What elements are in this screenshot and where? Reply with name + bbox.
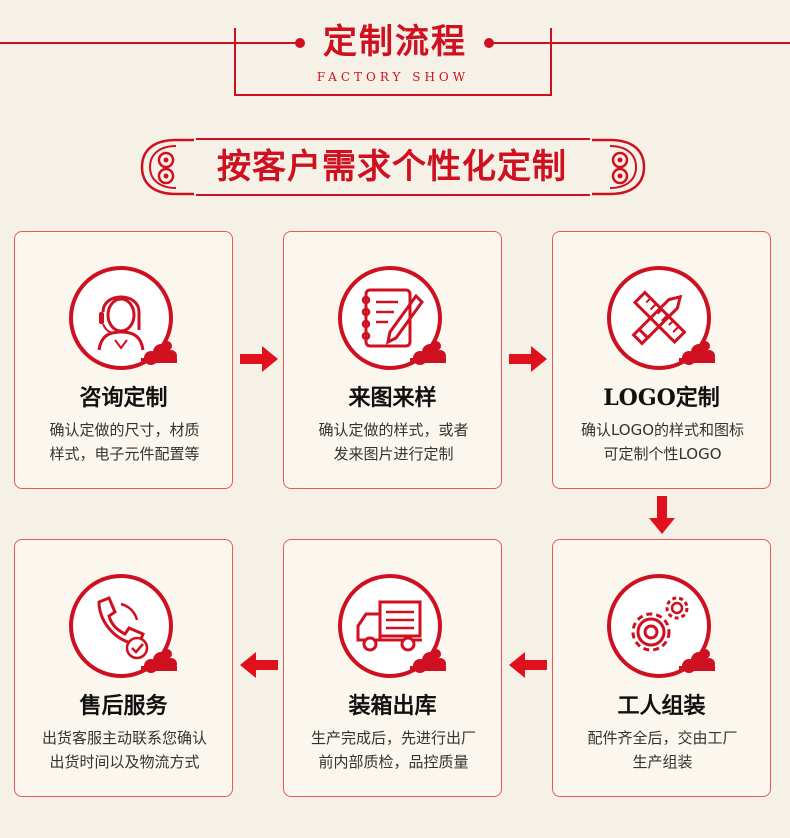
step-title: 咨询定制 [79,385,168,411]
ruler-pencil-icon [607,266,715,370]
step-card-aftersales: 售后服务 出货客服主动联系您确认 出货时间以及物流方式 [14,539,233,797]
notebook-pen-icon [338,266,446,370]
arrow-left-icon [509,652,547,678]
header-dot-left [295,38,305,48]
header-inner [300,20,490,72]
header-frame [234,28,552,96]
phone-check-icon [69,574,177,678]
step-title: 售后服务 [79,693,168,719]
step-title: 装箱出库 [348,693,437,719]
cloud-left-icon [136,136,196,198]
arrow-right-icon [509,346,547,372]
cloud-right-icon [590,136,650,198]
step-card-consult: 咨询定制 确认定做的尺寸，材质 样式，电子元件配置等 [14,231,233,489]
gears-icon [607,574,715,678]
step-card-sample: 来图来样 确认定做的样式，或者 发来图片进行定制 [283,231,502,489]
header-dot-right [484,38,494,48]
step-card-shipping: 装箱出库 生产完成后，先进行出厂 前内部质检，品控质量 [283,539,502,797]
customer-service-icon [69,266,177,370]
step-desc: 出货客服主动联系您确认 出货时间以及物流方式 [41,729,207,771]
step-desc: 确认LOGO的样式和图标 可定制个性LOGO [580,421,745,463]
step-title: 工人组装 [617,693,706,719]
page-title: 定制流程 [323,22,467,62]
arrow-right-icon [240,346,278,372]
arrow-left-icon [240,652,278,678]
step-card-assembly: 工人组装 配件齐全后，交由工厂 生产组装 [552,539,771,797]
step-desc: 确认定做的尺寸，材质 样式，电子元件配置等 [49,421,200,463]
step-desc: 生产完成后，先进行出厂 前内部质检，品控质量 [310,729,476,771]
page-subtitle: FACTORY SHOW [316,70,470,84]
step-desc: 确认定做的样式，或者 发来图片进行定制 [318,421,469,463]
step-card-logo: LOGO定制 确认LOGO的样式和图标 可定制个性LOGO [552,231,771,489]
banner-title: 按客户需求个性化定制 [217,147,567,187]
step-title: LOGO定制 [603,385,720,411]
arrow-down-icon [649,496,675,534]
step-title: 来图来样 [348,385,437,411]
step-desc: 配件齐全后，交由工厂 生产组装 [587,729,738,771]
truck-icon [338,574,446,678]
